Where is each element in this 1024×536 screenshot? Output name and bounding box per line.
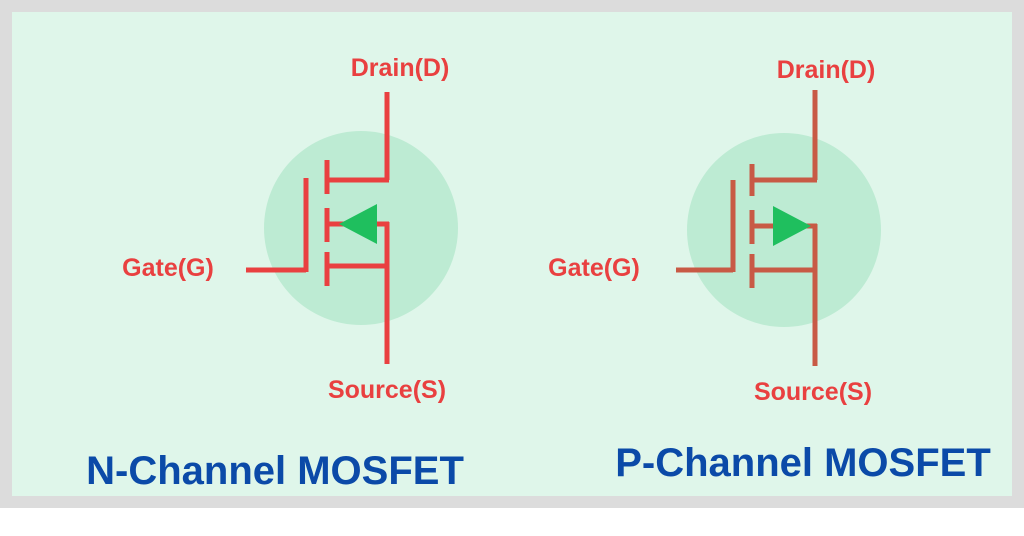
n-channel-wires (246, 92, 390, 364)
n-channel-arrow-icon (339, 204, 377, 244)
n-drain-label: Drain(D) (351, 54, 450, 82)
p-channel-title: P-Channel MOSFET (615, 441, 991, 485)
p-channel-mosfet: Drain(D) Gate(G) Source(S) P-Channel MOS… (548, 56, 991, 485)
p-source-label: Source(S) (754, 378, 872, 406)
n-source-label: Source(S) (328, 376, 446, 404)
p-channel-arrow-icon (773, 206, 811, 246)
n-gate-label: Gate(G) (122, 254, 214, 282)
n-channel-mosfet: Drain(D) Gate(G) Source(S) N-Channel MOS… (86, 54, 464, 493)
p-drain-label: Drain(D) (777, 56, 876, 84)
p-gate-label: Gate(G) (548, 254, 640, 282)
p-channel-wires (676, 90, 818, 366)
n-channel-title: N-Channel MOSFET (86, 449, 464, 493)
